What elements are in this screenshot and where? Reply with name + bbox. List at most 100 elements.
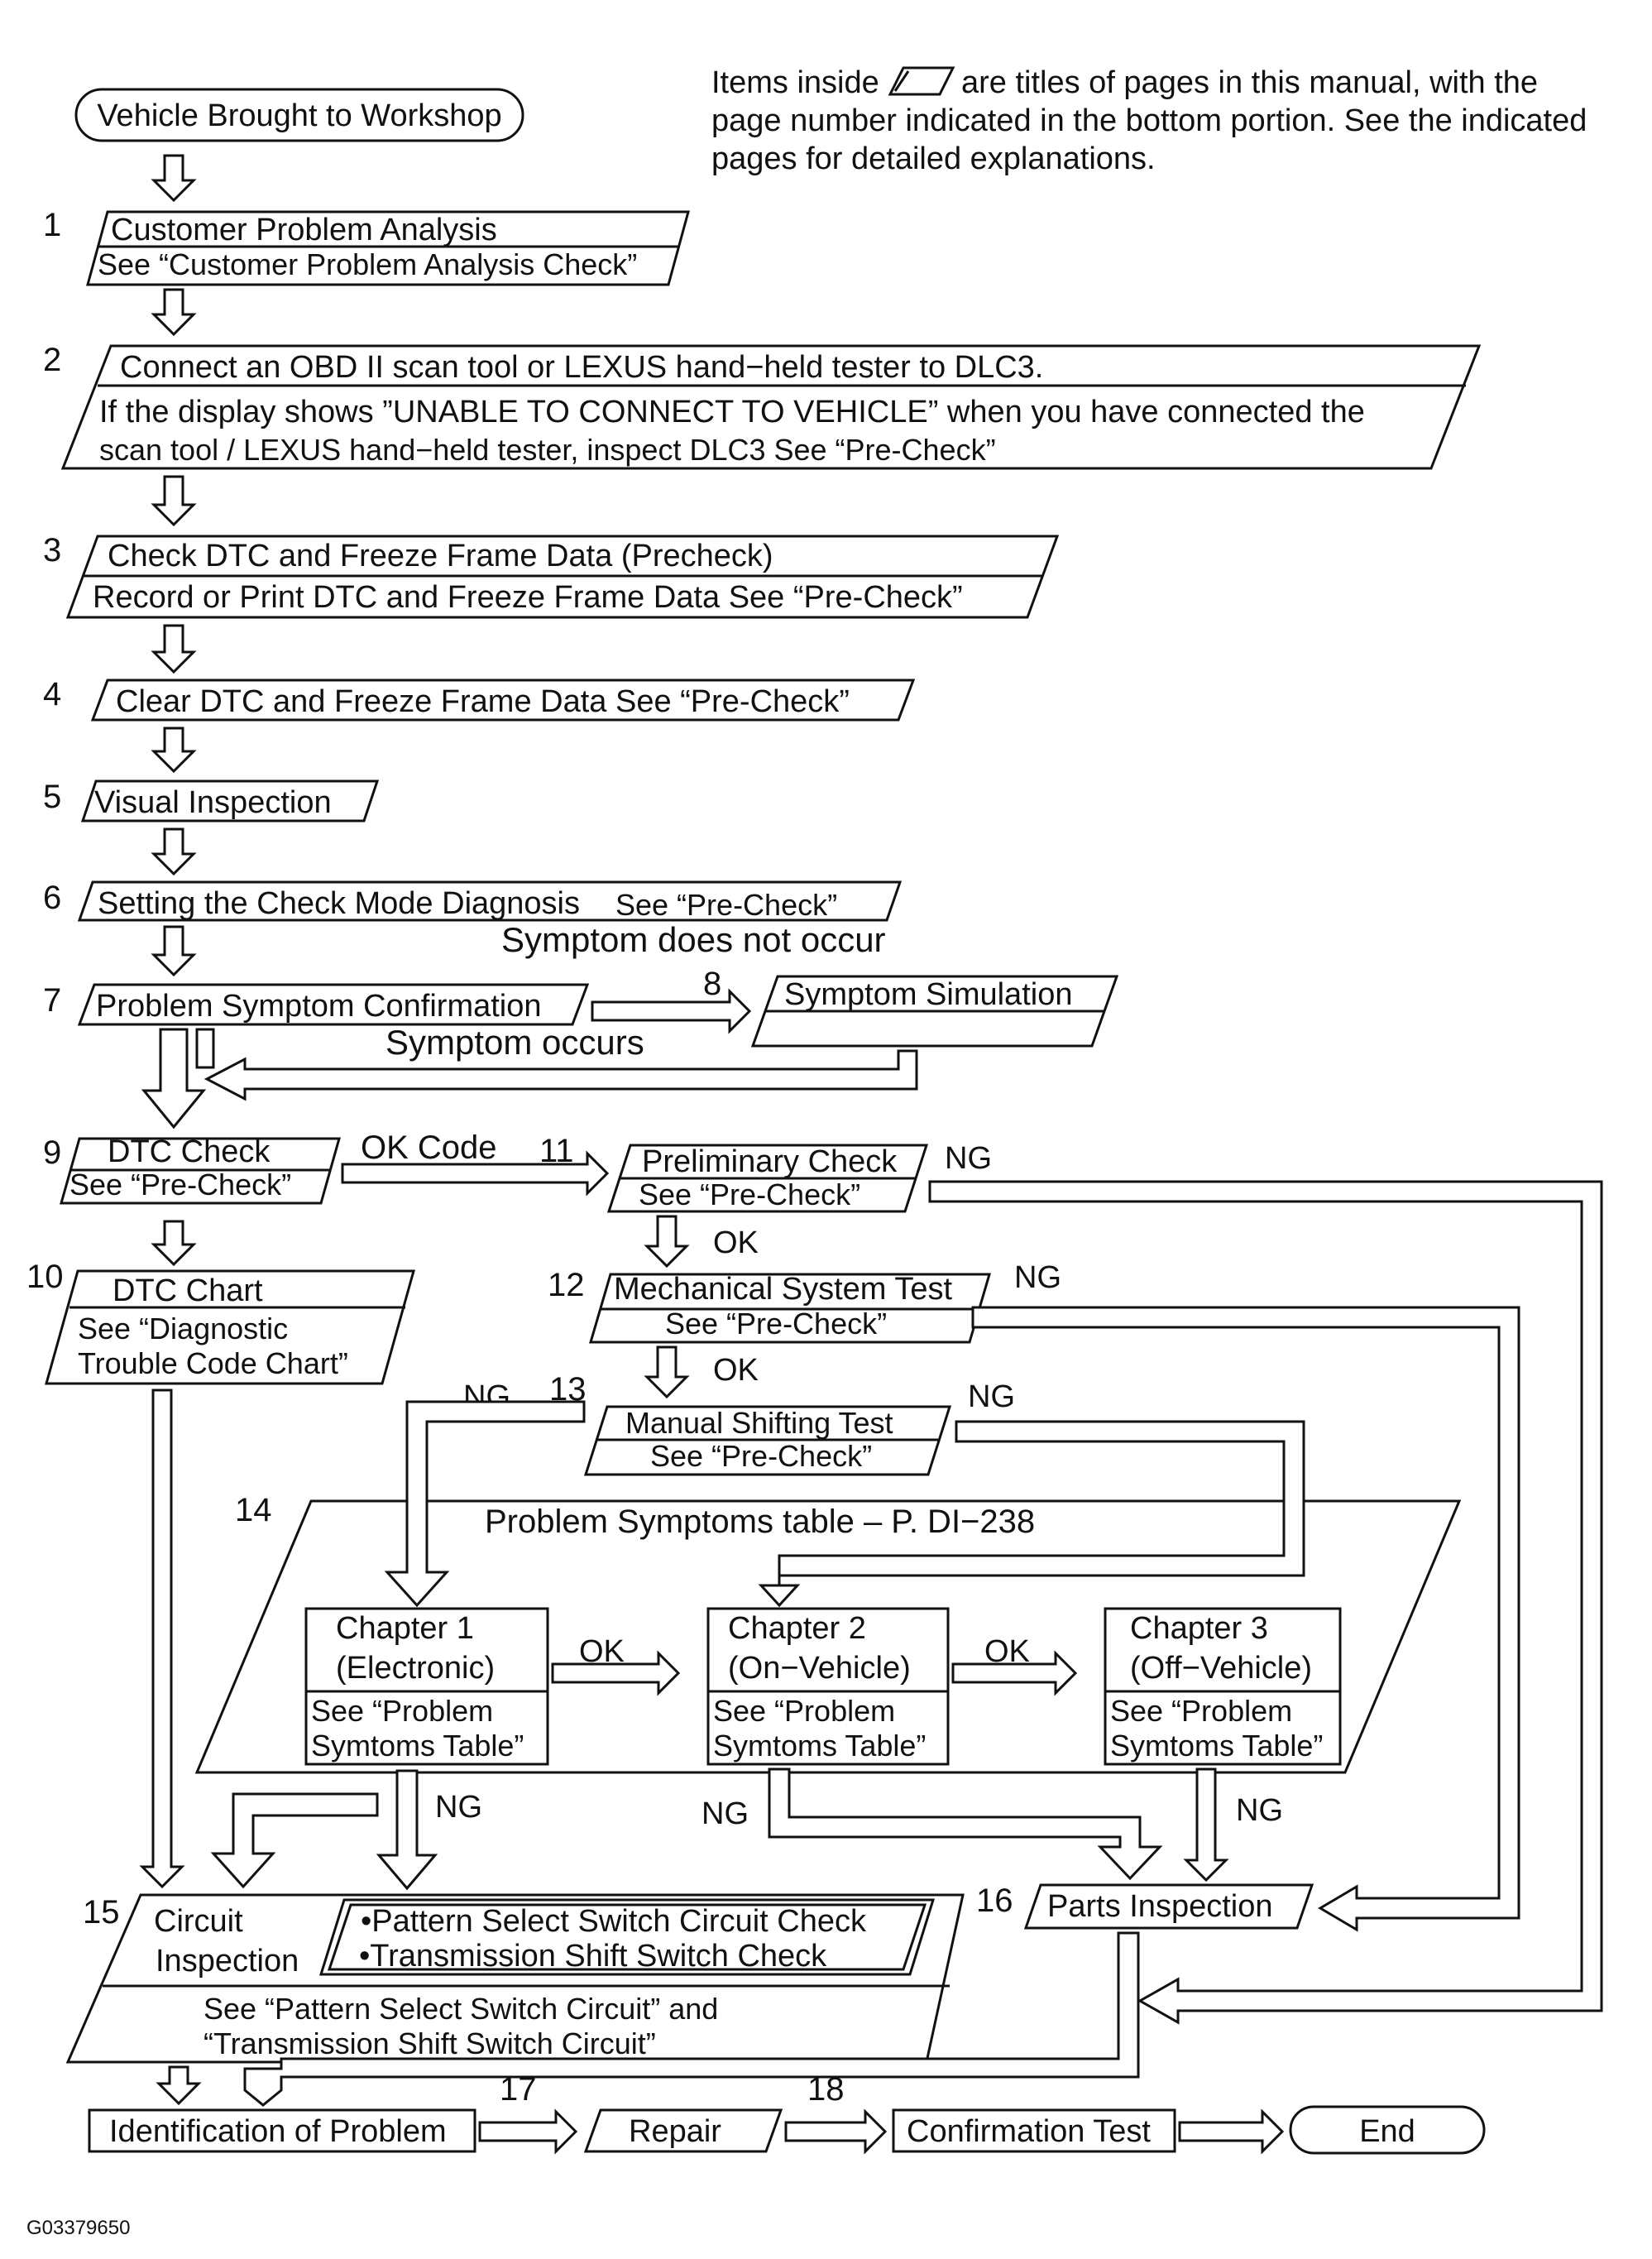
- step-13-ref: See “Pre-Check”: [650, 1439, 872, 1473]
- step-15-title-2: Inspection: [156, 1944, 299, 1978]
- step-2-detail-2: scan tool / LEXUS hand−held tester, insp…: [99, 433, 996, 467]
- end-node: End: [1289, 2105, 1486, 2155]
- arrow-3-to-4: [151, 624, 197, 674]
- step-4-number: 4: [43, 676, 61, 712]
- step-10-ref-1: See “Diagnostic: [78, 1312, 288, 1345]
- step-7-number: 7: [43, 982, 61, 1019]
- arrow-16-to-identification: [243, 1931, 1140, 2107]
- step-2-detail-1: If the display shows ”UNABLE TO CONNECT …: [99, 395, 1365, 429]
- arrow-9-to-11: [341, 1150, 610, 1197]
- step-10-ref-2: Trouble Code Chart”: [78, 1346, 348, 1380]
- step-3-title: Check DTC and Freeze Frame Data (Prechec…: [108, 539, 773, 573]
- chapter-2-ref-2: Symtoms Table”: [713, 1729, 926, 1763]
- legend-line1-b: are titles of pages in this manual, with…: [961, 65, 1538, 100]
- chapter-2-title: Chapter 2: [728, 1611, 866, 1646]
- arrow-7-to-9: [141, 1028, 207, 1130]
- arrow-ch1-ng-left: [210, 1792, 379, 1889]
- ng-label-ch2: NG: [702, 1796, 749, 1831]
- step-12-ref: See “Pre-Check”: [665, 1307, 887, 1341]
- step-15-number: 15: [83, 1894, 120, 1930]
- step-15-check-2: •Transmission Shift Switch Check: [359, 1939, 827, 1974]
- step-8-title: Symptom Simulation: [784, 977, 1072, 1012]
- step-12: 12 Mechanical System Test See “Pre-Check…: [548, 1267, 992, 1344]
- step-14-problem-symptoms-table: 14 Problem Symptoms table – P. DI−238 Ch…: [194, 1492, 1462, 1774]
- step-3: 3 Check DTC and Freeze Frame Data (Prech…: [43, 532, 1060, 619]
- step-6-number: 6: [43, 880, 61, 916]
- step-10: 10 DTC Chart See “Diagnostic Trouble Cod…: [26, 1259, 415, 1385]
- arrow-4-to-5: [151, 727, 197, 774]
- start-node: Vehicle Brought to Workshop: [74, 88, 524, 142]
- arrow-12-to-13: [644, 1345, 690, 1399]
- chapter-3-title: Chapter 3: [1130, 1611, 1268, 1646]
- arrow-ch3-ng-to-16: [1183, 1767, 1229, 1882]
- step-15: 15 Circuit Inspection •Pattern Select Sw…: [65, 1893, 965, 2064]
- arrow-10-to-15: [139, 1388, 185, 1889]
- step-2-number: 2: [43, 342, 61, 378]
- arrow-7-to-9-inner: [195, 1028, 215, 1069]
- step-9: 9 DTC Check See “Pre-Check”: [43, 1134, 341, 1205]
- step-9-number: 9: [43, 1134, 61, 1171]
- chapter-2-box: Chapter 2 (On−Vehicle) See “Problem Symt…: [706, 1607, 950, 1766]
- chapter-1-ref-1: See “Problem: [311, 1694, 493, 1728]
- step-15-ref-2: “Transmission Shift Switch Circuit”: [204, 2026, 656, 2060]
- arrow-2-to-3: [151, 475, 197, 527]
- step-1-title: Customer Problem Analysis: [111, 213, 497, 247]
- step-3-ref: Record or Print DTC and Freeze Frame Dat…: [93, 580, 963, 615]
- ng-label-13-right: NG: [968, 1379, 1015, 1414]
- step-1-number: 1: [43, 207, 61, 243]
- step-3-number: 3: [43, 532, 61, 568]
- step-10-title: DTC Chart: [113, 1273, 263, 1308]
- step-11-title: Preliminary Check: [642, 1144, 898, 1179]
- step-9-ref: See “Pre-Check”: [69, 1168, 291, 1201]
- identification-box: Identification of Problem: [88, 2108, 476, 2153]
- arrow-ch1-ng-right: [376, 1769, 438, 1891]
- step-10-number: 10: [26, 1259, 64, 1295]
- chapter-3-ref-1: See “Problem: [1110, 1694, 1292, 1728]
- ok-label-12: OK: [713, 1353, 759, 1388]
- arrow-13-ng-to-ch2: [758, 1420, 1305, 1608]
- step-2-title: Connect an OBD II scan tool or LEXUS han…: [120, 350, 1043, 385]
- step-2: 2 Connect an OBD II scan tool or LEXUS h…: [43, 342, 1482, 470]
- ng-label-ch3: NG: [1236, 1793, 1283, 1828]
- step-8: 8 Symptom Simulation: [703, 966, 1119, 1048]
- step-5-number: 5: [43, 779, 61, 815]
- arrow-identification-to-repair: [478, 2108, 578, 2155]
- step-13: 13 Manual Shifting Test See “Pre-Check”: [549, 1371, 952, 1476]
- flow-arrows: [139, 154, 1603, 2155]
- chapter-1-ref-2: Symtoms Table”: [311, 1729, 524, 1763]
- chapter-1-title: Chapter 1: [336, 1611, 474, 1646]
- step-16-number: 16: [976, 1882, 1013, 1919]
- chapter-1-subtitle: (Electronic): [336, 1651, 495, 1686]
- step-6: 6 Setting the Check Mode Diagnosis See “…: [43, 880, 903, 922]
- legend-line2: page number indicated in the bottom port…: [711, 103, 1587, 138]
- step-5-title: Visual Inspection: [94, 785, 332, 820]
- step-15-ref-1: See “Pattern Select Switch Circuit” and: [204, 1992, 718, 2026]
- arrow-9-to-10: [151, 1220, 197, 1267]
- arrow-ch2-ng-to-16: [768, 1767, 1163, 1881]
- step-14-number: 14: [235, 1492, 272, 1528]
- ok-code-label: OK Code: [361, 1130, 497, 1166]
- step-1-ref: See “Customer Problem Analysis Check”: [98, 247, 637, 281]
- chapter-3-box: Chapter 3 (Off−Vehicle) See “Problem Sym…: [1104, 1607, 1342, 1766]
- step-16: 16 Parts Inspection: [976, 1882, 1314, 1930]
- ng-label-11: NG: [945, 1141, 992, 1176]
- legend-parallelogram-icon: [888, 66, 955, 96]
- step-11: 11 Preliminary Check See “Pre-Check”: [539, 1133, 929, 1213]
- legend-line1-a: Items inside: [711, 65, 879, 100]
- arrow-15-to-identification: [156, 2065, 202, 2106]
- arrow-confirmation-to-end: [1178, 2108, 1285, 2155]
- step-7-title: Problem Symptom Confirmation: [96, 989, 542, 1024]
- step-16-title: Parts Inspection: [1047, 1889, 1272, 1924]
- chapter-2-subtitle: (On−Vehicle): [728, 1651, 911, 1686]
- chapter-3-ref-2: Symtoms Table”: [1110, 1729, 1323, 1763]
- arrow-6-to-7: [151, 925, 197, 977]
- step-13-title: Manual Shifting Test: [625, 1406, 893, 1440]
- arrow-repair-to-confirmation: [784, 2108, 888, 2155]
- arrow-start-to-1: [151, 154, 197, 203]
- step-4: 4 Clear DTC and Freeze Frame Data See “P…: [43, 676, 916, 722]
- step-14-title: Problem Symptoms table – P. DI−238: [485, 1504, 1035, 1540]
- step-5: 5 Visual Inspection: [43, 779, 380, 823]
- arrow-ch2-to-ch3: [951, 1650, 1078, 1696]
- step-4-title: Clear DTC and Freeze Frame Data See “Pre…: [116, 684, 850, 719]
